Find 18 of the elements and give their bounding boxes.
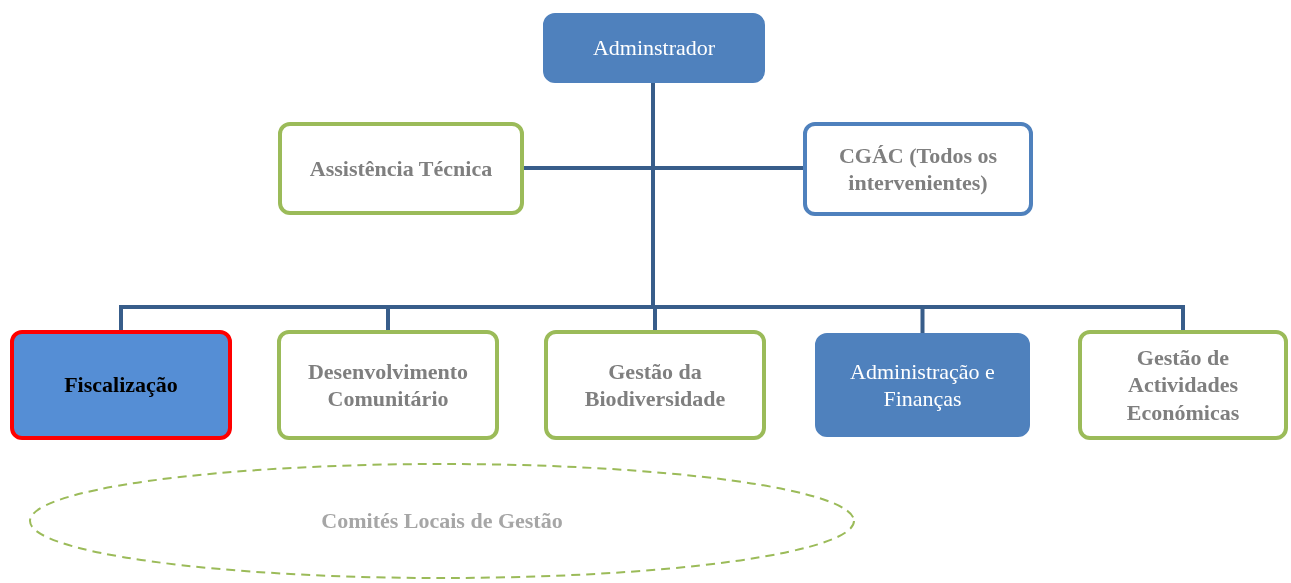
node-label: Comités Locais de Gestão: [321, 507, 563, 535]
node-label: Assistência Técnica: [309, 154, 493, 183]
process-box: [543, 13, 765, 83]
node-label: Gestão de Actividades Económicas: [1125, 343, 1241, 427]
node-label: Adminstrador: [592, 34, 716, 62]
process-box: [1078, 330, 1288, 440]
process-box: [277, 330, 499, 440]
process-box: [278, 122, 524, 215]
node-label: Gestão da Biodiversidade: [583, 357, 727, 413]
node-label: CGÁC (Todos os intervenientes): [837, 141, 999, 197]
process-box: [815, 333, 1030, 437]
node-label: Administração e Finanças: [849, 357, 996, 413]
dashed-ellipse: [28, 462, 856, 580]
node-label: Fiscalização: [64, 371, 178, 399]
process-box: [803, 122, 1033, 216]
process-box: [10, 330, 232, 440]
process-box: [544, 330, 766, 440]
node-label: Desenvolvimento Comunitário: [306, 357, 470, 413]
